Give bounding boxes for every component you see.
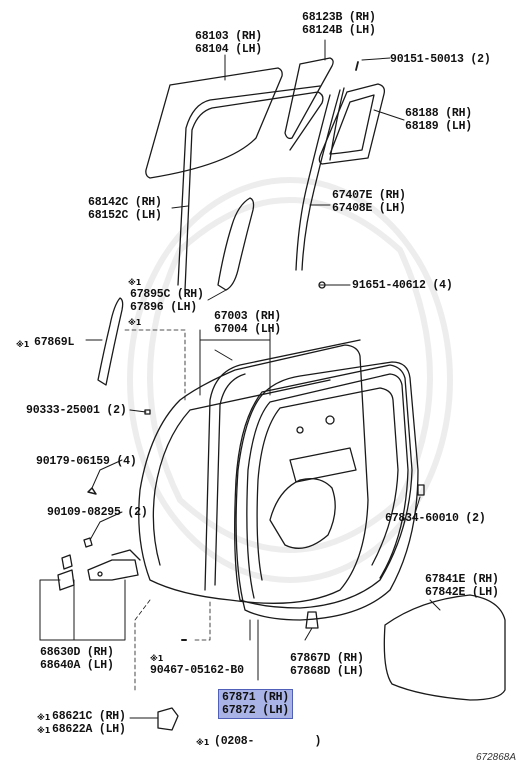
part-label-stopper[interactable]: 67867D (RH)67868D (LH) (290, 652, 364, 678)
part-label-division-bar[interactable]: 67407E (RH)67408E (LH) (332, 189, 406, 215)
part-label-glass[interactable]: 68103 (RH)68104 (LH) (195, 30, 263, 56)
part-label-door-check[interactable]: 68621C (RH)68622A (LH) (52, 710, 126, 736)
part-label-door-panel[interactable]: 67003 (RH)67004 (LH) (214, 310, 282, 336)
part-label-glass-run[interactable]: 68142C (RH)68152C (LH) (88, 196, 162, 222)
door-panel-inner (234, 364, 413, 609)
part-label-weatherstrip-highlighted[interactable]: 67871 (RH)67872 (LH) (218, 689, 294, 719)
part-label-bolt-c[interactable]: 90109-08295 (2) (47, 506, 148, 519)
door-check (157, 707, 179, 731)
part-label-screw-bottom[interactable]: 90467-05162-B0 (150, 664, 244, 677)
dashed-leaders (124, 329, 211, 691)
quarter-glass-upper (284, 57, 334, 140)
footnote-mark: ※1 (37, 713, 51, 722)
part-label-door-liner[interactable]: 67841E (RH)67842E (LH) (425, 573, 499, 599)
part-label-quarter-window[interactable]: 68188 (RH)68189 (LH) (405, 107, 473, 133)
part-label-belt-outer[interactable]: 67869L (34, 336, 75, 349)
part-label-quarter-glass-upper[interactable]: 68123B (RH)68124B (LH) (302, 11, 376, 37)
leader-lines (39, 39, 441, 719)
part-label-bolt-a[interactable]: 90333-25001 (2) (26, 404, 127, 417)
door-weatherstrip (235, 361, 419, 621)
footnote-mark: ※1 (150, 654, 164, 663)
watermark (127, 177, 453, 583)
glass-run-channel (177, 85, 324, 291)
door-hinge (57, 549, 141, 591)
door-glass (145, 67, 283, 179)
belt-moulding-outer (97, 297, 124, 386)
footnote-mark: ※1 (128, 278, 142, 287)
footnote-symbol: ※1 (196, 738, 210, 747)
part-label-screw-top[interactable]: 90151-50013 (2) (390, 53, 491, 66)
footnote-mark: ※1 (37, 726, 51, 735)
part-label-belt-inner[interactable]: 67895C (RH)67896 (LH) (130, 288, 204, 314)
division-bar (295, 87, 345, 271)
figure-id: 672868A (476, 752, 517, 763)
part-label-hinge[interactable]: 68630D (RH)68640A (LH) (40, 646, 114, 672)
part-label-clip-side[interactable]: 67834-60010 (2) (385, 512, 486, 525)
footnote-text: (0208- ) (214, 735, 322, 748)
part-label-bolt-b[interactable]: 90179-06159 (4) (36, 455, 137, 468)
part-label-clip[interactable]: 91651-40612 (4) (352, 279, 453, 292)
belt-weatherstrip-inner (217, 197, 255, 291)
footnote-mark: ※1 (128, 318, 142, 327)
door-liner (383, 594, 506, 701)
footnote-mark: ※1 (16, 340, 30, 349)
